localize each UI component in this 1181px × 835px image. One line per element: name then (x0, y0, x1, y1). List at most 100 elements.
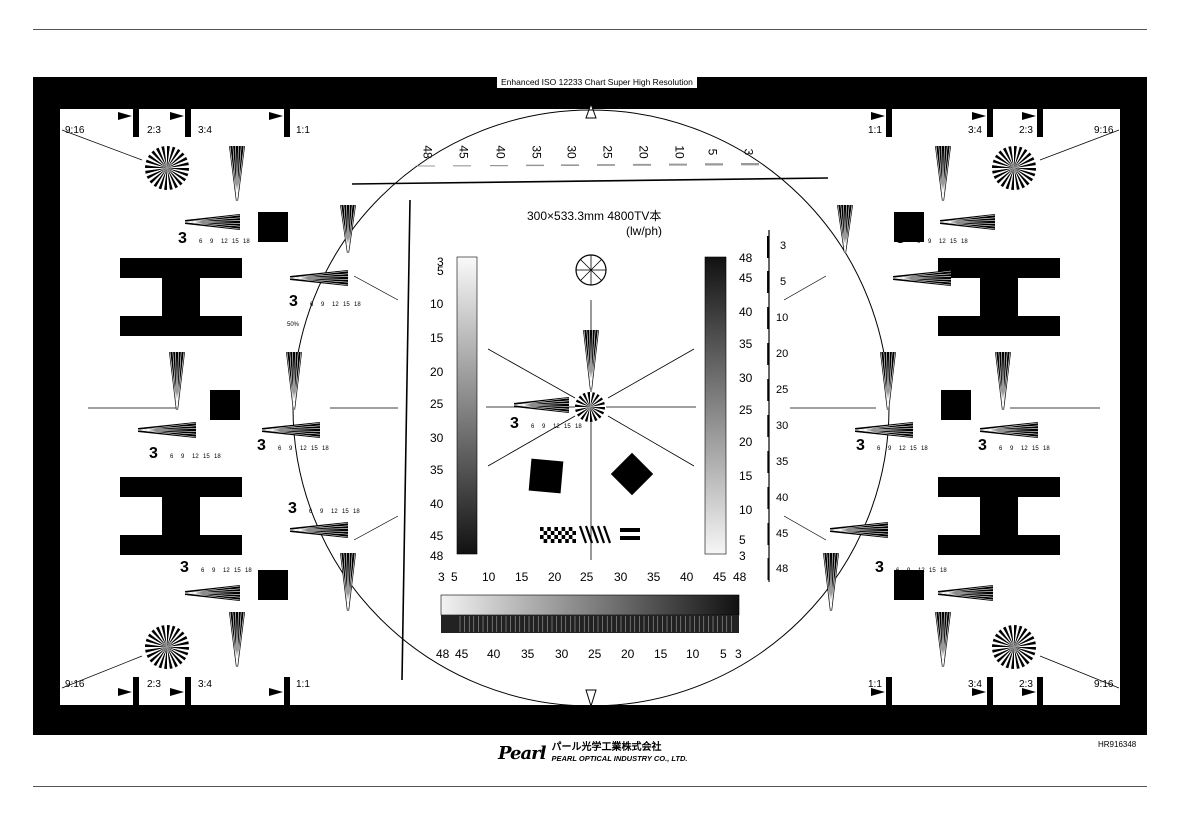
h-wedge-5-gap-3 (939, 221, 996, 224)
siemens-star-tl-seg-9 (149, 168, 167, 184)
siemens-star-br-seg-20 (1014, 627, 1028, 647)
checker-0-6 (561, 527, 566, 531)
wedge-label-9-2: 9 (542, 424, 546, 430)
left-bar-label-0: 3 (437, 255, 444, 269)
wedge-label-10-1: 6 (170, 454, 174, 460)
h-wedge-5-gap-1 (939, 217, 996, 223)
h-wedge-12 (514, 397, 569, 413)
aspect-tri-top-3 (871, 112, 885, 120)
v-wedge-0-gap-5 (236, 145, 245, 202)
center-siemens-star-seg-4 (590, 407, 593, 422)
right-gray-bar (704, 256, 727, 555)
manufacturer-logo: Pearl パール光学工業株式会社 PEARL OPTICAL INDUSTRY… (498, 740, 688, 766)
siemens-star-tr-seg-23 (1014, 162, 1036, 168)
right-column-label-1: 5 (780, 276, 787, 288)
h-wedge-3-gap-5 (261, 429, 321, 438)
h-wedge-12-gap-1 (513, 400, 570, 406)
siemens-star-br-seg-7 (1005, 647, 1014, 669)
wedge-label-10-2: 9 (181, 454, 185, 460)
manufacturer-name-en: PEARL OPTICAL INDUSTRY CO., LTD. (551, 754, 688, 763)
h-wedge-5-gap-5 (939, 221, 996, 230)
left-bar-label-6: 30 (430, 431, 444, 445)
h-wedge-4 (893, 270, 951, 286)
bottom-top-label-6: 30 (614, 570, 628, 584)
siemens-star-br-seg-18 (1014, 625, 1017, 647)
v-wedge-12-gap-3 (590, 329, 593, 391)
h-wedge-8-gap-5 (289, 529, 349, 538)
v-wedge-11-gap-2 (941, 611, 944, 668)
checker-2-8 (568, 535, 573, 539)
aspect-label-2-3-tl: 2:3 (147, 125, 161, 136)
v-wedge-2-gap-4 (176, 351, 182, 411)
top-center-marker (586, 90, 596, 104)
right-bar-label-4: 30 (739, 371, 753, 385)
left-bar-label-8: 40 (430, 497, 444, 511)
h-wedge-9-gap-5 (184, 592, 241, 601)
bottom-top-label-1: 5 (451, 570, 458, 584)
aspect-label-3-4-tr: 3:4 (968, 125, 982, 136)
siemens-star-tr-seg-14 (994, 154, 1014, 168)
wedge-label-1-5: 18 (322, 446, 329, 452)
v-wedge-4-gap-0 (837, 204, 846, 254)
right-column-label-2: 10 (776, 312, 789, 324)
h-wedge-0 (185, 214, 240, 230)
center-star-spoke-225 (580, 259, 592, 271)
right-column-label-3: 20 (776, 348, 789, 360)
h-wedge-4-gap-5 (892, 277, 952, 286)
pearl-logo-mark: Pearl (498, 742, 546, 764)
top-scale-label-3: 35 (529, 145, 544, 159)
wedge-label-4-0: 3 (856, 437, 865, 454)
wedge-label-0-5: 18 (243, 239, 250, 245)
siemens-star-br-seg-9 (996, 647, 1014, 663)
siemens-star-tl-seg-0 (167, 168, 189, 171)
aspect-tri-top-1 (170, 112, 184, 120)
siemens-star-bl-seg-13 (145, 638, 167, 647)
wedge-label-1-1: 6 (278, 446, 282, 452)
aspect-bar-top-4 (987, 109, 993, 137)
small-square-1 (210, 390, 240, 420)
v-wedge-6-gap-4 (887, 351, 893, 411)
h-wedge-6-gap-4 (854, 429, 914, 435)
aspect-label-1-1-bl: 1:1 (296, 679, 310, 690)
h-wedge-2-gap-4 (137, 429, 197, 435)
small-square-4 (941, 390, 971, 420)
checker-0-4 (554, 527, 558, 531)
bottom-top-label-7: 35 (647, 570, 661, 584)
siemens-star-tr-seg-20 (1014, 148, 1028, 168)
h-wedge-10-gap-2 (829, 528, 889, 531)
h-wedge-7-gap-1 (979, 425, 1039, 431)
v-wedge-5-gap-2 (941, 145, 944, 202)
aspect-label-1-1-tr: 1:1 (868, 125, 882, 136)
bottom-bottom-label-7: 15 (654, 647, 668, 661)
checker-2-4 (554, 535, 558, 539)
big-h-br-stem (980, 477, 1018, 555)
diag-bars-0 (578, 525, 588, 544)
aspect-bar-top-0 (133, 109, 139, 137)
h-wedge-11 (938, 585, 993, 601)
bottom-top-label-5: 25 (580, 570, 594, 584)
right-column-label-7: 40 (776, 492, 789, 504)
h-wedge-1-gap-2 (289, 276, 349, 279)
center-star-spoke-45 (590, 269, 602, 281)
siemens-star-bl-seg-19 (167, 625, 176, 647)
v-wedge-6-gap-1 (883, 351, 889, 411)
v-wedge-9 (229, 612, 245, 667)
siemens-star-br-seg-14 (994, 633, 1014, 647)
siemens-star-bl-seg-20 (167, 627, 181, 647)
h-wedge-4-gap-4 (892, 277, 952, 283)
aspect-tri-top-4 (972, 112, 986, 120)
v-wedge-9-gap-5 (236, 611, 245, 668)
aspect-label-1-1-tl: 1:1 (296, 125, 310, 136)
top-scale-label-1: 45 (456, 145, 471, 159)
hbar-1 (620, 528, 640, 532)
siemens-star-bl-seg-6 (164, 647, 167, 669)
edge-marker-3 (1125, 688, 1141, 698)
right-column-label-4: 25 (776, 384, 789, 396)
center-siemens-star-seg-14 (590, 392, 596, 407)
top-scale-baseline (351, 177, 829, 185)
h-wedge-2-gap-2 (137, 428, 197, 431)
h-wedge-11-gap-5 (937, 592, 994, 601)
h-wedge-3 (262, 422, 320, 438)
v-wedge-6 (880, 352, 896, 410)
siemens-star-tr-seg-15 (998, 150, 1014, 168)
